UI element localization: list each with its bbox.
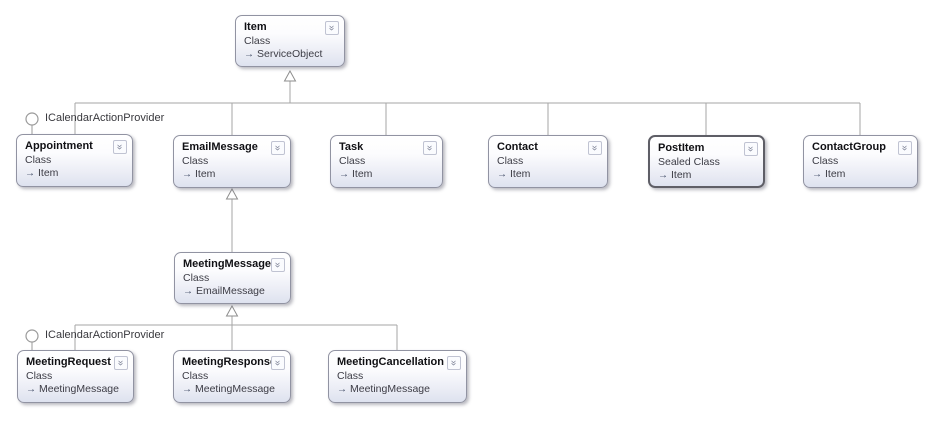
base-class-name: MeetingMessage [195,383,275,395]
interface-label-icalendaractionprovider: ICalendarActionProvider [45,329,165,341]
inheritance-arrow-icon: → [812,169,822,180]
base-class-name: Item [38,167,59,179]
base-class: →Item [497,168,599,181]
collapse-chevron-icon[interactable]: « [271,356,285,370]
inheritance-triangle-emailmessage [225,187,239,200]
collapse-chevron-icon[interactable]: « [325,21,339,35]
class-box-task[interactable]: « Task Class →Item [330,135,443,188]
collapse-chevron-icon[interactable]: « [113,140,127,154]
inheritance-arrow-icon: → [183,286,193,297]
class-kind: Class [812,155,839,167]
base-class-name: Item [825,168,846,180]
inheritance-arrow-icon: → [25,168,35,179]
base-class-name: MeetingMessage [39,383,119,395]
base-class-name: Item [352,168,373,180]
class-name: Task [339,141,364,153]
inheritance-arrow-icon: → [497,169,507,180]
base-class-name: Item [195,168,216,180]
class-box-postitem[interactable]: « PostItem Sealed Class →Item [648,135,765,188]
class-name: MeetingMessage [183,258,272,270]
inheritance-arrow-icon: → [182,384,192,395]
base-class: →MeetingMessage [182,383,282,396]
collapse-chevron-icon[interactable]: « [588,141,602,155]
class-box-contactgroup[interactable]: « ContactGroup Class →Item [803,135,918,188]
class-kind: Class [182,155,209,167]
class-name: MeetingCancellation [337,356,444,368]
class-name: PostItem [658,142,705,154]
class-name: Appointment [25,140,93,152]
class-kind: Sealed Class [658,156,720,168]
class-kind: Class [339,155,366,167]
base-class: →Item [812,168,909,181]
class-name: MeetingResponse [182,356,277,368]
class-box-appointment[interactable]: « Appointment Class →Item [16,134,133,187]
collapse-chevron-icon[interactable]: « [271,141,285,155]
class-box-meetingmessage[interactable]: « MeetingMessage Class →EmailMessage [174,252,291,304]
collapse-chevron-icon[interactable]: « [271,258,285,272]
base-class-name: Item [671,169,692,181]
class-kind: Class [244,35,271,47]
collapse-chevron-icon[interactable]: « [898,141,912,155]
class-name: EmailMessage [182,141,258,153]
class-kind: Class [497,155,524,167]
collapse-chevron-icon[interactable]: « [447,356,461,370]
base-class: →EmailMessage [183,285,282,298]
base-class: →Item [25,167,124,180]
inheritance-arrow-icon: → [339,169,349,180]
inheritance-triangle-item [283,69,297,82]
class-name: ContactGroup [812,141,886,153]
base-class: →MeetingMessage [26,383,125,396]
class-box-emailmessage[interactable]: « EmailMessage Class →Item [173,135,291,188]
class-name: Item [244,21,267,33]
class-kind: Class [26,370,53,382]
class-kind: Class [183,272,210,284]
base-class: →Item [339,168,434,181]
inheritance-arrow-icon: → [26,384,36,395]
interface-label-icalendaractionprovider: ICalendarActionProvider [45,112,165,124]
base-class: →Item [658,169,755,182]
inheritance-arrow-icon: → [337,384,347,395]
class-name: MeetingRequest [26,356,111,368]
inheritance-arrow-icon: → [658,170,668,181]
base-class-name: Item [510,168,531,180]
class-box-meetingcancellation[interactable]: « MeetingCancellation Class →MeetingMess… [328,350,467,403]
collapse-chevron-icon[interactable]: « [423,141,437,155]
class-box-contact[interactable]: « Contact Class →Item [488,135,608,188]
base-class-name: ServiceObject [257,48,323,60]
class-kind: Class [182,370,209,382]
class-box-meetingresponse[interactable]: « MeetingResponse Class →MeetingMessage [173,350,291,403]
collapse-chevron-icon[interactable]: « [114,356,128,370]
class-kind: Class [25,154,52,166]
class-name: Contact [497,141,538,153]
lollipop-circle-top [25,112,39,126]
base-class: →MeetingMessage [337,383,458,396]
base-class-name: MeetingMessage [350,383,430,395]
inheritance-arrow-icon: → [182,169,192,180]
inheritance-arrow-icon: → [244,49,254,60]
class-kind: Class [337,370,364,382]
base-class-name: EmailMessage [196,285,265,297]
lollipop-circle-bottom [25,329,39,343]
class-box-meetingrequest[interactable]: « MeetingRequest Class →MeetingMessage [17,350,134,403]
class-box-item[interactable]: « Item Class →ServiceObject [235,15,345,67]
base-class: →Item [182,168,282,181]
collapse-chevron-icon[interactable]: « [744,142,758,156]
inheritance-triangle-meetingmessage [225,304,239,317]
base-class: →ServiceObject [244,48,336,61]
